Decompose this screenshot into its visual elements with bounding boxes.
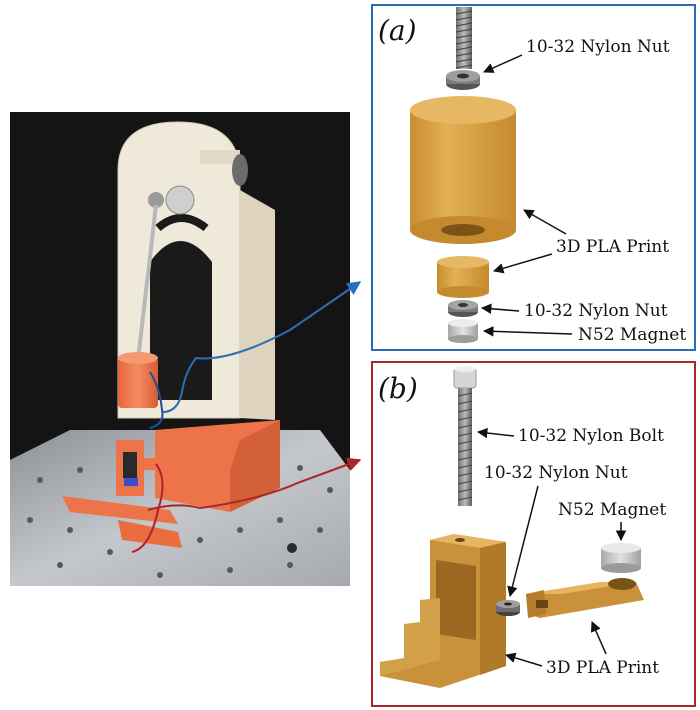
n52-magnet-b [601, 543, 641, 573]
arrow-a-nut-bottom [480, 303, 520, 314]
nylon-nut-a-top [446, 70, 480, 90]
arrow-b-bolt [476, 427, 515, 439]
pendulum-rod [136, 204, 158, 361]
label-b-bolt: 10-32 Nylon Bolt [518, 426, 664, 446]
label-a-magnet: N52 Magnet [578, 325, 686, 345]
nylon-nut-b [496, 600, 520, 616]
arrow-a-pla-large [523, 209, 567, 235]
threaded-rod-a [455, 7, 473, 69]
arrow-a-magnet [482, 326, 573, 337]
pla-bracket [380, 534, 506, 688]
pla-cylinder-small [437, 256, 489, 298]
photo [10, 112, 350, 586]
label-a-nut-bottom: 10-32 Nylon Nut [524, 301, 668, 321]
label-a-pla: 3D PLA Print [556, 237, 669, 257]
n52-magnet-a [448, 319, 478, 343]
red-wire [131, 463, 164, 553]
panel-a-letter: (a) [378, 14, 417, 47]
pivot-bearing [165, 185, 195, 215]
pla-arm [526, 578, 644, 618]
label-b-magnet: N52 Magnet [558, 500, 666, 520]
label-b-pla: 3D PLA Print [546, 658, 659, 678]
pla-cylinder-large [410, 96, 516, 244]
arrow-b-pla-arm [590, 621, 607, 655]
callout-line-a [162, 281, 362, 413]
arrow-b-pla-bracket [504, 652, 543, 667]
nylon-bolt [453, 366, 477, 506]
panel-b-letter: (b) [378, 372, 418, 405]
table-holes [27, 459, 333, 578]
pendulum-bob [118, 352, 158, 408]
label-b-nut: 10-32 Nylon Nut [484, 463, 628, 483]
callout-line-b [147, 457, 362, 511]
panel-a: (a) [371, 4, 696, 351]
blue-wire [149, 371, 164, 429]
panel-b: (b) [371, 361, 696, 707]
label-a-nut-top: 10-32 Nylon Nut [526, 37, 670, 57]
nylon-nut-a-bottom [448, 300, 478, 317]
arrow-a-pla-small [492, 253, 553, 274]
arrow-b-nut [507, 485, 539, 598]
arrow-a-nut-top [483, 54, 523, 73]
white-frame [117, 121, 275, 420]
